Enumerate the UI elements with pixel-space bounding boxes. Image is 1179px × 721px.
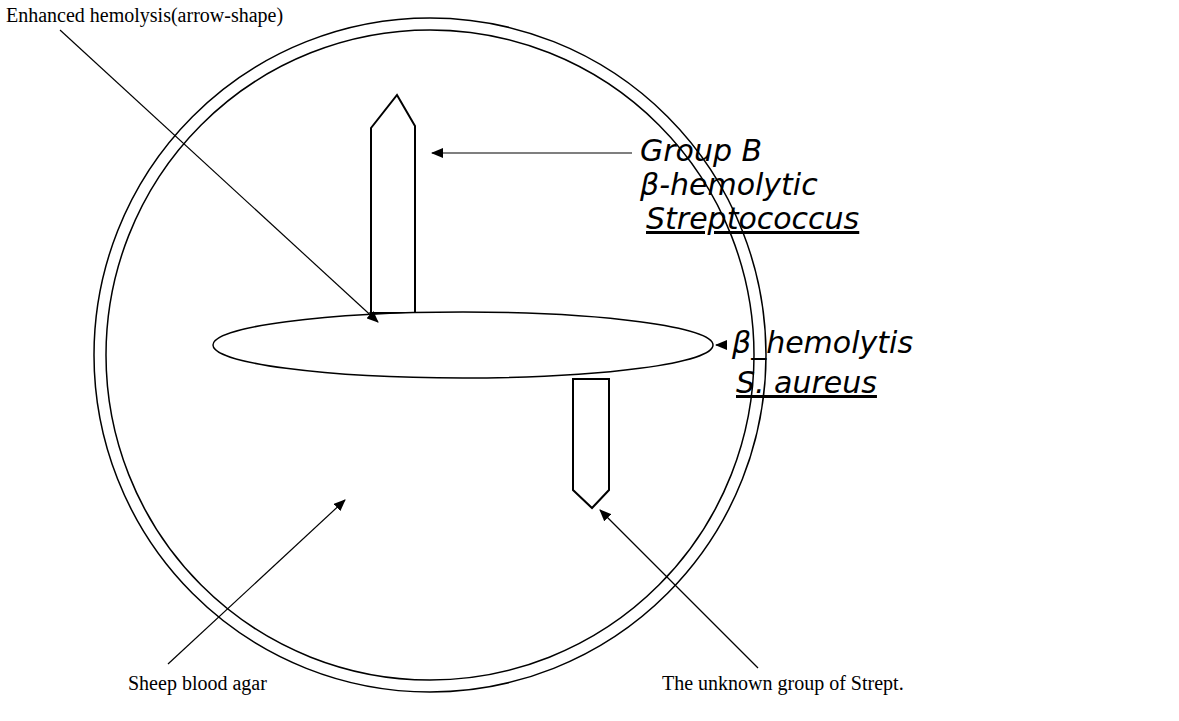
s-aureus-streak [213,312,713,378]
leader-arrow [600,510,758,668]
organism-label: β_hemolytis [732,326,913,359]
organism-label: Group B [640,134,762,167]
group-b-streak [371,95,415,313]
organism-label: β-hemolytic [640,168,818,201]
unknown-streak [573,379,609,508]
note-label: Enhanced hemolysis(arrow-shape) [6,4,283,26]
petri-dish-inner [106,30,754,680]
petri-dish-outer [94,18,766,692]
unknown-label: The unknown group of Strept. [662,672,904,694]
organism-label: Streptococcus [646,202,859,235]
medium-label: Sheep blood agar [128,672,267,694]
leader-arrow [60,30,378,322]
leader-arrow [432,152,632,153]
leader-arrow [716,344,726,345]
organism-label: S. aureus [736,366,877,399]
leader-arrow [168,500,345,664]
